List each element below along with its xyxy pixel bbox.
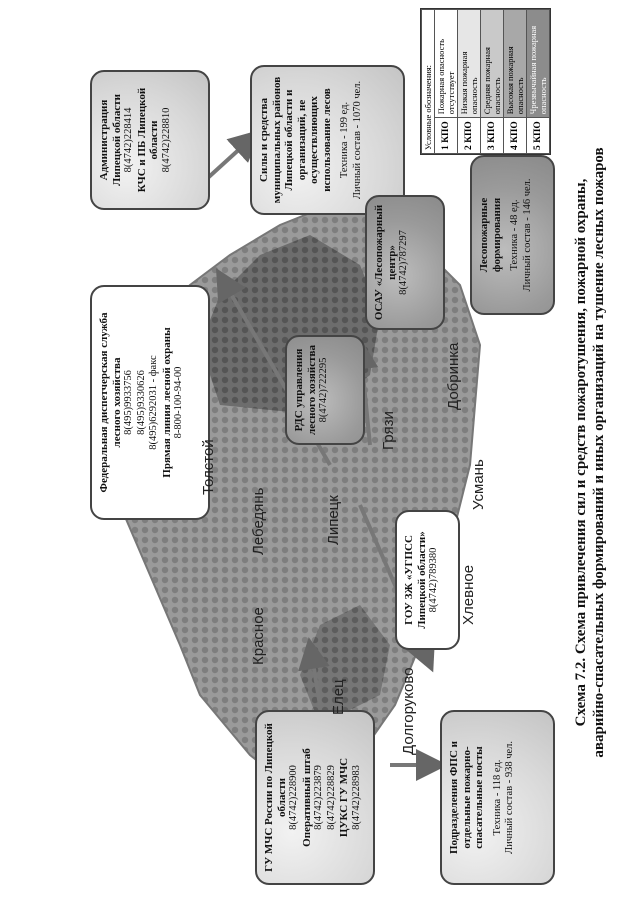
forestry-department-title: РДС управления лесного хозяйства (293, 345, 318, 435)
legend-text-3: Средняя пожарная опасность (480, 9, 504, 118)
gu-mchs-tsuks-phone: 8(4742)228983 (350, 765, 362, 830)
federal-dispatch-box: Федеральная диспетчерская служба лесного… (90, 285, 210, 520)
forest-fire-formations-equipment: Техника - 48 ед. (509, 199, 520, 271)
diagram-title-line-1: Схема 7.2. Схема привлечения сил и средс… (573, 178, 589, 727)
legend-text-4: Высокая пожарная опасность (503, 9, 527, 118)
administration-subtitle: КЧС и ПБ Липецкой области (135, 87, 161, 193)
legend-kpo-2: 2 КПО (457, 117, 481, 154)
fps-units-box: Подразделения ФПС и отдельные пожарно-сп… (440, 710, 555, 885)
oduzh-title: ГОУ ЗЖ «УГПСС Липецкой области» (403, 531, 428, 629)
federal-dispatch-phone-1: 8(495)9933756 (123, 370, 134, 435)
federal-dispatch-phone-3: 8(495)6292031 - факс (148, 355, 159, 450)
municipal-forces-title: Силы и средства муниципальных районов Ли… (258, 76, 333, 204)
legend-kpo-3: 3 КПО (480, 117, 504, 154)
federal-dispatch-direct-line-phone: 8-800-100-94-00 (173, 366, 184, 439)
town-label-usman: Усмань (470, 459, 487, 510)
gu-mchs-hq-phone-2: 8(4742)228829 (325, 765, 337, 830)
forestry-department-phone: 8(4742)722295 (318, 357, 329, 423)
administration-title: Администрация Липецкой области (98, 94, 123, 186)
forest-fire-formations-title: Лесопожарные формирования (478, 197, 503, 273)
osu-title: ОСАУ «Лесопожарный центр» (373, 204, 398, 321)
region-map-dark-2 (300, 605, 390, 725)
town-label-dolgorukovo: Долгоруково (400, 667, 417, 755)
gu-mchs-box: ГУ МЧС России по Липецкой области 8(4742… (255, 710, 375, 885)
administration-phone-2: 8(4742)228810 (160, 107, 172, 173)
town-label-tolstoy: Толстой (200, 439, 217, 495)
fps-units-equipment: Техника - 118 ед. (491, 759, 503, 836)
gu-mchs-hq-phone-1: 8(4742)223879 (313, 765, 324, 830)
forest-fire-formations-personnel: Личный состав - 146 чел. (521, 178, 533, 292)
federal-dispatch-direct-line-title: Прямая линия лесной охраны (160, 327, 173, 478)
osu-box: ОСАУ «Лесопожарный центр» 8(4742)787297 (365, 195, 445, 330)
diagram-title-line-2: аварийно-спасательных формирований и ины… (591, 147, 607, 758)
federal-dispatch-phone-2: 8(495)9330626 (135, 370, 147, 435)
town-label-khlevnoe: Хлевное (460, 564, 477, 625)
legend-kpo-5: 5 КПО (526, 117, 550, 154)
municipal-forces-personnel: Личный состав - 1070 чел. (351, 80, 363, 200)
municipal-forces-equipment: Техника - 199 ед. (339, 101, 350, 179)
oduzh-phone: 8(4742)789380 (428, 547, 439, 613)
federal-dispatch-title: Федеральная диспетчерская служба лесного… (98, 312, 123, 493)
legend-kpo-1: 1 КПО (434, 117, 458, 154)
legend-text-1: Пожарная опасность отсутствует (434, 9, 458, 118)
arrow-gu-to-oduzh (298, 637, 330, 706)
administration-box: Администрация Липецкой области 8(4742)22… (90, 70, 210, 210)
gu-mchs-title: ГУ МЧС России по Липецкой области (263, 723, 288, 872)
fps-units-personnel: Личный состав - 938 чел. (504, 740, 515, 855)
osu-phone: 8(4742)787297 (398, 230, 409, 295)
legend-kpo-4: 4 КПО (503, 117, 527, 154)
forest-fire-formations-box: Лесопожарные формирования Техника - 48 е… (470, 155, 555, 315)
forestry-department-box: РДС управления лесного хозяйства 8(4742)… (285, 335, 365, 445)
legend-title: Условные обозначения: (421, 9, 435, 154)
town-label-gryazi: Грязи (380, 411, 397, 450)
fps-units-title: Подразделения ФПС и отдельные пожарно-сп… (448, 740, 485, 855)
legend-text-5: Чрезвычайная пожарная опасность (526, 9, 550, 118)
gu-mchs-hq-title: Оперативный штаб (300, 748, 313, 847)
legend-text-2: Низкая пожарная опасность (457, 9, 481, 118)
administration-phone: 8(4742)228414 (123, 107, 134, 173)
town-label-dobrinka: Добринка (445, 342, 462, 411)
oduzh-box: ГОУ ЗЖ «УГПСС Липецкой области» 8(4742)7… (395, 510, 460, 650)
town-label-lebedyan: Лебедянь (250, 487, 267, 555)
town-label-lipetsk: Липецк (325, 495, 342, 545)
town-label-krasnoe: Красное (250, 607, 267, 665)
town-label-yelets: Елец (330, 679, 347, 715)
municipal-forces-box: Силы и средства муниципальных районов Ли… (250, 65, 405, 215)
gu-mchs-tsuks-title: ЦУКС ГУ МЧС (338, 757, 350, 838)
gu-mchs-phone: 8(4742)228900 (288, 765, 299, 830)
